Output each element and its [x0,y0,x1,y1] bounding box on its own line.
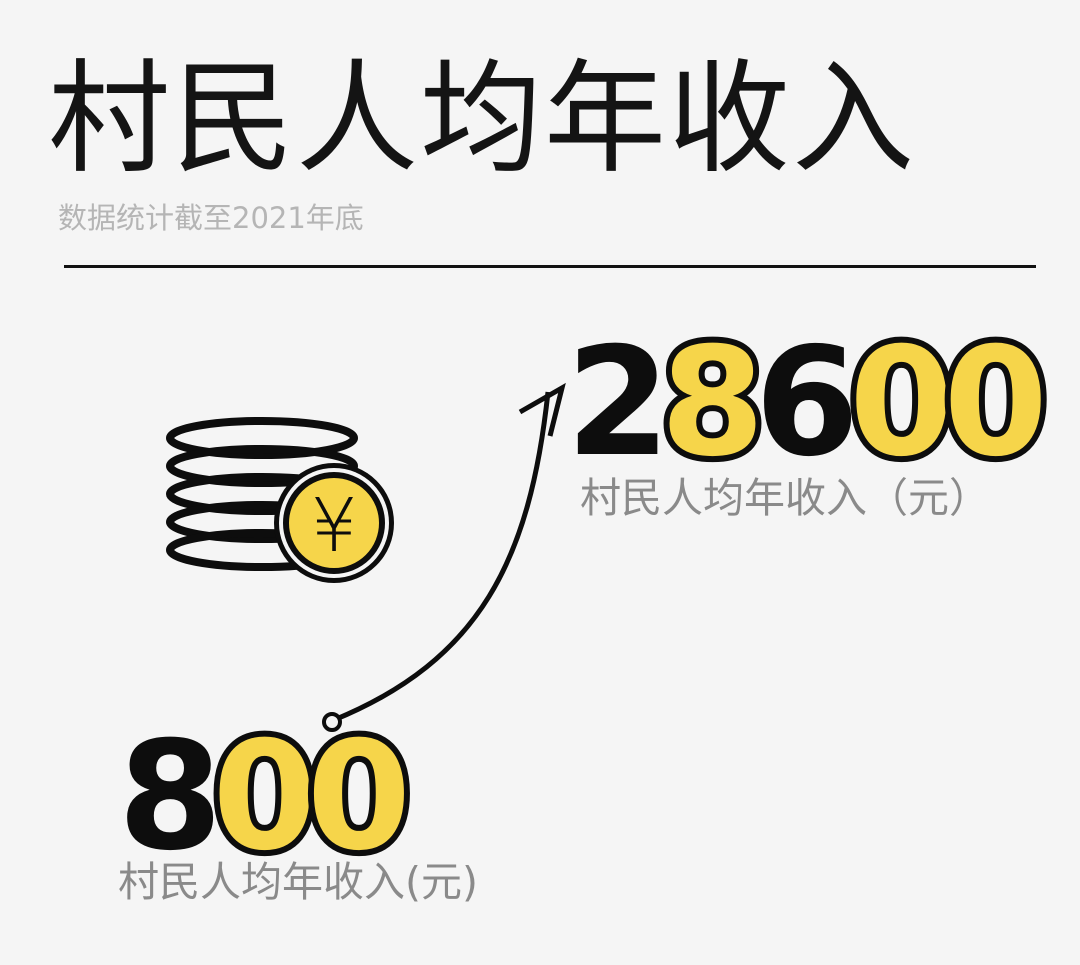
digit: 0 [843,316,959,490]
digit: 0 [206,710,322,884]
page-subtitle: 数据统计截至2021年底 [58,201,364,235]
income-after-value: 28600 [566,322,1054,484]
digit: 8 [118,710,222,884]
title-divider [64,265,1036,268]
income-before-label: 村民人均年收入(元) [118,858,478,906]
coin-stack-icon [166,417,358,571]
growth-arrow-icon [322,382,566,732]
digit: 8 [654,316,770,490]
digit: 0 [937,316,1053,490]
digit: 6 [754,316,859,490]
digit: 0 [301,710,417,884]
digit: 2 [566,316,670,490]
yuan-symbol: ¥ [310,483,357,569]
income-before-digits: 800 [118,710,417,884]
income-after-label: 村民人均年收入（元） [580,474,990,522]
income-before-value: 800 [118,716,417,878]
yuan-coin-icon: ¥ [274,463,394,583]
income-after-digits: 28600 [566,316,1054,490]
page-title: 村民人均年收入 [48,48,916,190]
